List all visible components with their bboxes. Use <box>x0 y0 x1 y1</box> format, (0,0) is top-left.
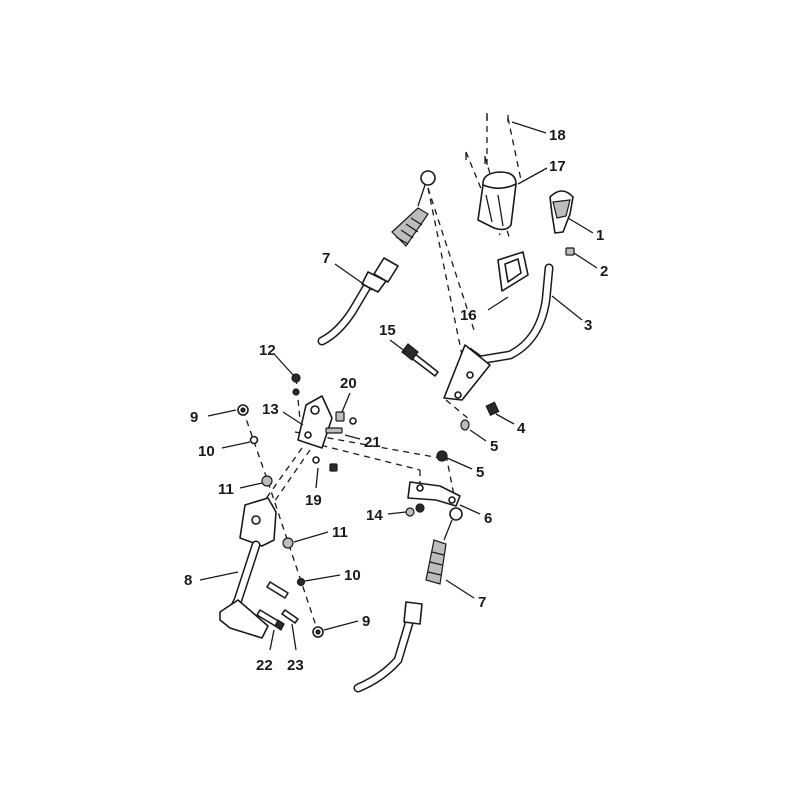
part-10-nut-lower <box>296 577 306 587</box>
callout-18: 18 <box>549 127 566 144</box>
part-16-plate <box>497 251 529 292</box>
callout-13: 13 <box>262 401 279 418</box>
part-23-bolt <box>281 609 299 624</box>
part-10-nut-upper <box>249 435 259 445</box>
part-13-bracket <box>297 395 333 449</box>
part-9-washer-lower <box>312 626 324 638</box>
part-12-nut <box>291 373 301 396</box>
assembly-lines <box>242 115 522 633</box>
callout-4: 4 <box>517 420 526 437</box>
callout-3: 3 <box>584 317 592 334</box>
callout-5-lower: 5 <box>476 464 484 481</box>
callout-16: 16 <box>460 307 477 324</box>
callout-1: 1 <box>596 227 604 244</box>
part-19-fitting <box>312 456 338 472</box>
part-5-washer-lower <box>436 450 448 462</box>
callout-9-upper: 9 <box>190 409 198 426</box>
part-11-bushing-upper <box>261 475 273 487</box>
callout-11-upper: 11 <box>218 481 234 498</box>
part-22-bolt <box>256 581 289 631</box>
callout-leaders <box>199 121 598 651</box>
part-7-shift-cable-upper <box>317 170 436 346</box>
part-2-screw <box>565 247 575 256</box>
part-9-washer-upper <box>237 404 249 416</box>
part-11-bushing-lower <box>282 537 294 549</box>
callout-15: 15 <box>379 322 396 339</box>
part-4-bolt <box>485 401 500 417</box>
part-6-linkage-arm <box>407 481 461 507</box>
callout-17: 17 <box>549 158 566 175</box>
callout-8: 8 <box>184 572 192 589</box>
callout-12: 12 <box>259 342 276 359</box>
callout-10-upper: 10 <box>198 443 215 460</box>
callout-5-upper: 5 <box>490 438 498 455</box>
part-17-shift-boot <box>477 171 517 231</box>
callout-11-lower: 11 <box>332 524 348 541</box>
callout-19: 19 <box>305 492 322 509</box>
callout-9-lower: 9 <box>362 613 370 630</box>
callout-21: 21 <box>364 434 381 451</box>
part-21-pin <box>325 427 343 434</box>
part-18-screws <box>465 113 509 164</box>
callout-6: 6 <box>484 510 492 527</box>
callout-23: 23 <box>287 657 304 674</box>
part-14-washer-nut <box>405 503 425 517</box>
callout-10-lower: 10 <box>344 567 361 584</box>
callout-2: 2 <box>600 263 608 280</box>
callout-14: 14 <box>366 507 383 524</box>
part-15-pin-bolt <box>401 343 439 377</box>
part-1-shift-knob <box>549 190 574 234</box>
callout-20: 20 <box>340 375 357 392</box>
callout-22: 22 <box>256 657 273 674</box>
callout-labels: 18 17 1 2 3 16 7 15 12 20 13 21 9 10 11 … <box>184 127 608 674</box>
part-7-shift-cable-lower <box>353 507 463 693</box>
part-3-gear-lever <box>443 263 554 401</box>
callout-7-upper: 7 <box>322 250 330 267</box>
part-20-spring <box>335 411 357 425</box>
callout-7-lower: 7 <box>478 594 486 611</box>
part-5-washer-upper <box>460 419 470 431</box>
part-8-pedal-lever <box>219 497 277 639</box>
